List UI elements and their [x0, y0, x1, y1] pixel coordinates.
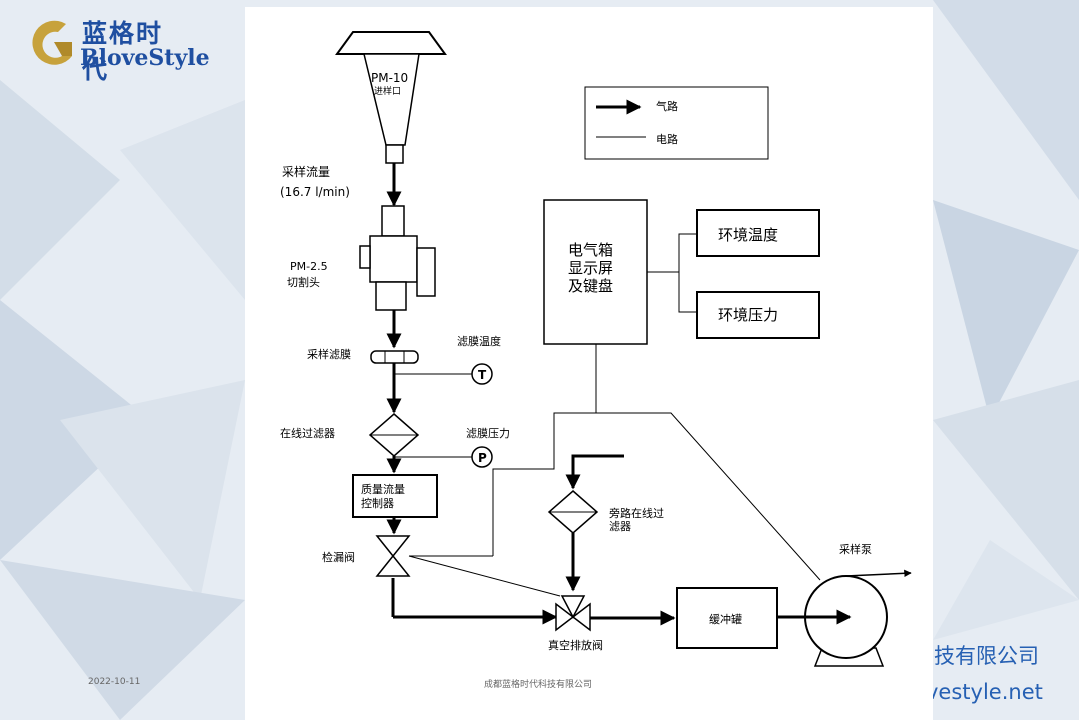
footer-date: 2022-10-11: [88, 677, 141, 687]
inline-filter-label: 在线过滤器: [280, 426, 335, 440]
buffer-tank: 缓冲罐: [676, 587, 778, 649]
pm25-label-line1: PM-2.5: [290, 260, 328, 273]
ambient-pressure-label: 环境压力: [718, 306, 778, 324]
control-box-line2: 显示屏: [568, 259, 613, 277]
pressure-sensor-label: P: [478, 451, 487, 465]
temp-sensor-label: T: [478, 368, 487, 382]
sample-filter-label: 采样滤膜: [307, 347, 351, 361]
filter-pressure-sensor: [471, 446, 493, 468]
company-logo: 蓝格时代 BloveStyle: [28, 12, 210, 84]
sample-flow-label: 采样流量: [282, 164, 330, 179]
mass-flow-controller: 质量流量 控制器: [352, 474, 438, 518]
leak-check-valve: 检漏阀: [322, 535, 411, 577]
footer-company: 成都蓝格时代科技有限公司: [484, 678, 592, 690]
vacuum-relief-valve: 真空排放阀: [548, 595, 603, 652]
sample-pump-label: 采样泵: [839, 542, 872, 556]
pm25-label-line2: 切割头: [287, 275, 320, 289]
inline-filter: 在线过滤器: [280, 413, 420, 457]
mfc-label-line1: 质量流量: [361, 482, 405, 496]
ambient-temp-box: 环境温度: [696, 209, 820, 257]
logo-mark-icon: [32, 20, 72, 65]
flow-diagram: 气路 电路 PM-10 进样口 采样流量 (16.7 l/min) PM-2.5…: [280, 31, 912, 690]
website-fragment: vestyle.net: [926, 680, 1043, 704]
ambient-pressure-box: 环境压力: [696, 291, 820, 339]
sampling-pump: 采样泵: [800, 542, 912, 667]
filter-pressure-label: 滤膜压力: [466, 427, 510, 440]
ambient-temp-label: 环境温度: [718, 226, 778, 244]
control-box-line3: 及键盘: [568, 277, 613, 295]
bypass-filter-label-line1: 旁路在线过: [609, 506, 664, 520]
logo-chinese-name: 蓝格时代: [82, 19, 164, 84]
control-box: 电气箱 显示屏 及键盘: [543, 199, 648, 345]
company-name-fragment: 技有限公司: [934, 644, 1039, 668]
bypass-filter: 旁路在线过 滤器: [547, 490, 664, 534]
pm10-sub-label: 进样口: [374, 85, 401, 97]
sample-filter: 采样滤膜: [307, 347, 419, 364]
control-box-line1: 电气箱: [568, 241, 613, 259]
legend-gas-label: 气路: [656, 99, 678, 113]
logo-english-name: BloveStyle: [80, 45, 210, 71]
sample-flow-value: (16.7 l/min): [280, 185, 350, 199]
pm25-cutter: PM-2.5 切割头: [287, 205, 436, 311]
legend-box: 气路 电路: [584, 86, 769, 160]
filter-temp-sensor: [471, 363, 493, 385]
pm10-inlet: PM-10 进样口: [335, 31, 447, 164]
bypass-filter-label-line2: 滤器: [609, 520, 631, 533]
vacuum-valve-label: 真空排放阀: [548, 638, 603, 652]
leak-valve-label: 检漏阀: [322, 550, 355, 564]
filter-temp-label: 滤膜温度: [457, 334, 501, 348]
buffer-tank-label: 缓冲罐: [709, 612, 742, 626]
mfc-label-line2: 控制器: [361, 496, 394, 510]
pm10-label: PM-10: [371, 71, 408, 85]
legend-electric-label: 电路: [656, 133, 678, 146]
